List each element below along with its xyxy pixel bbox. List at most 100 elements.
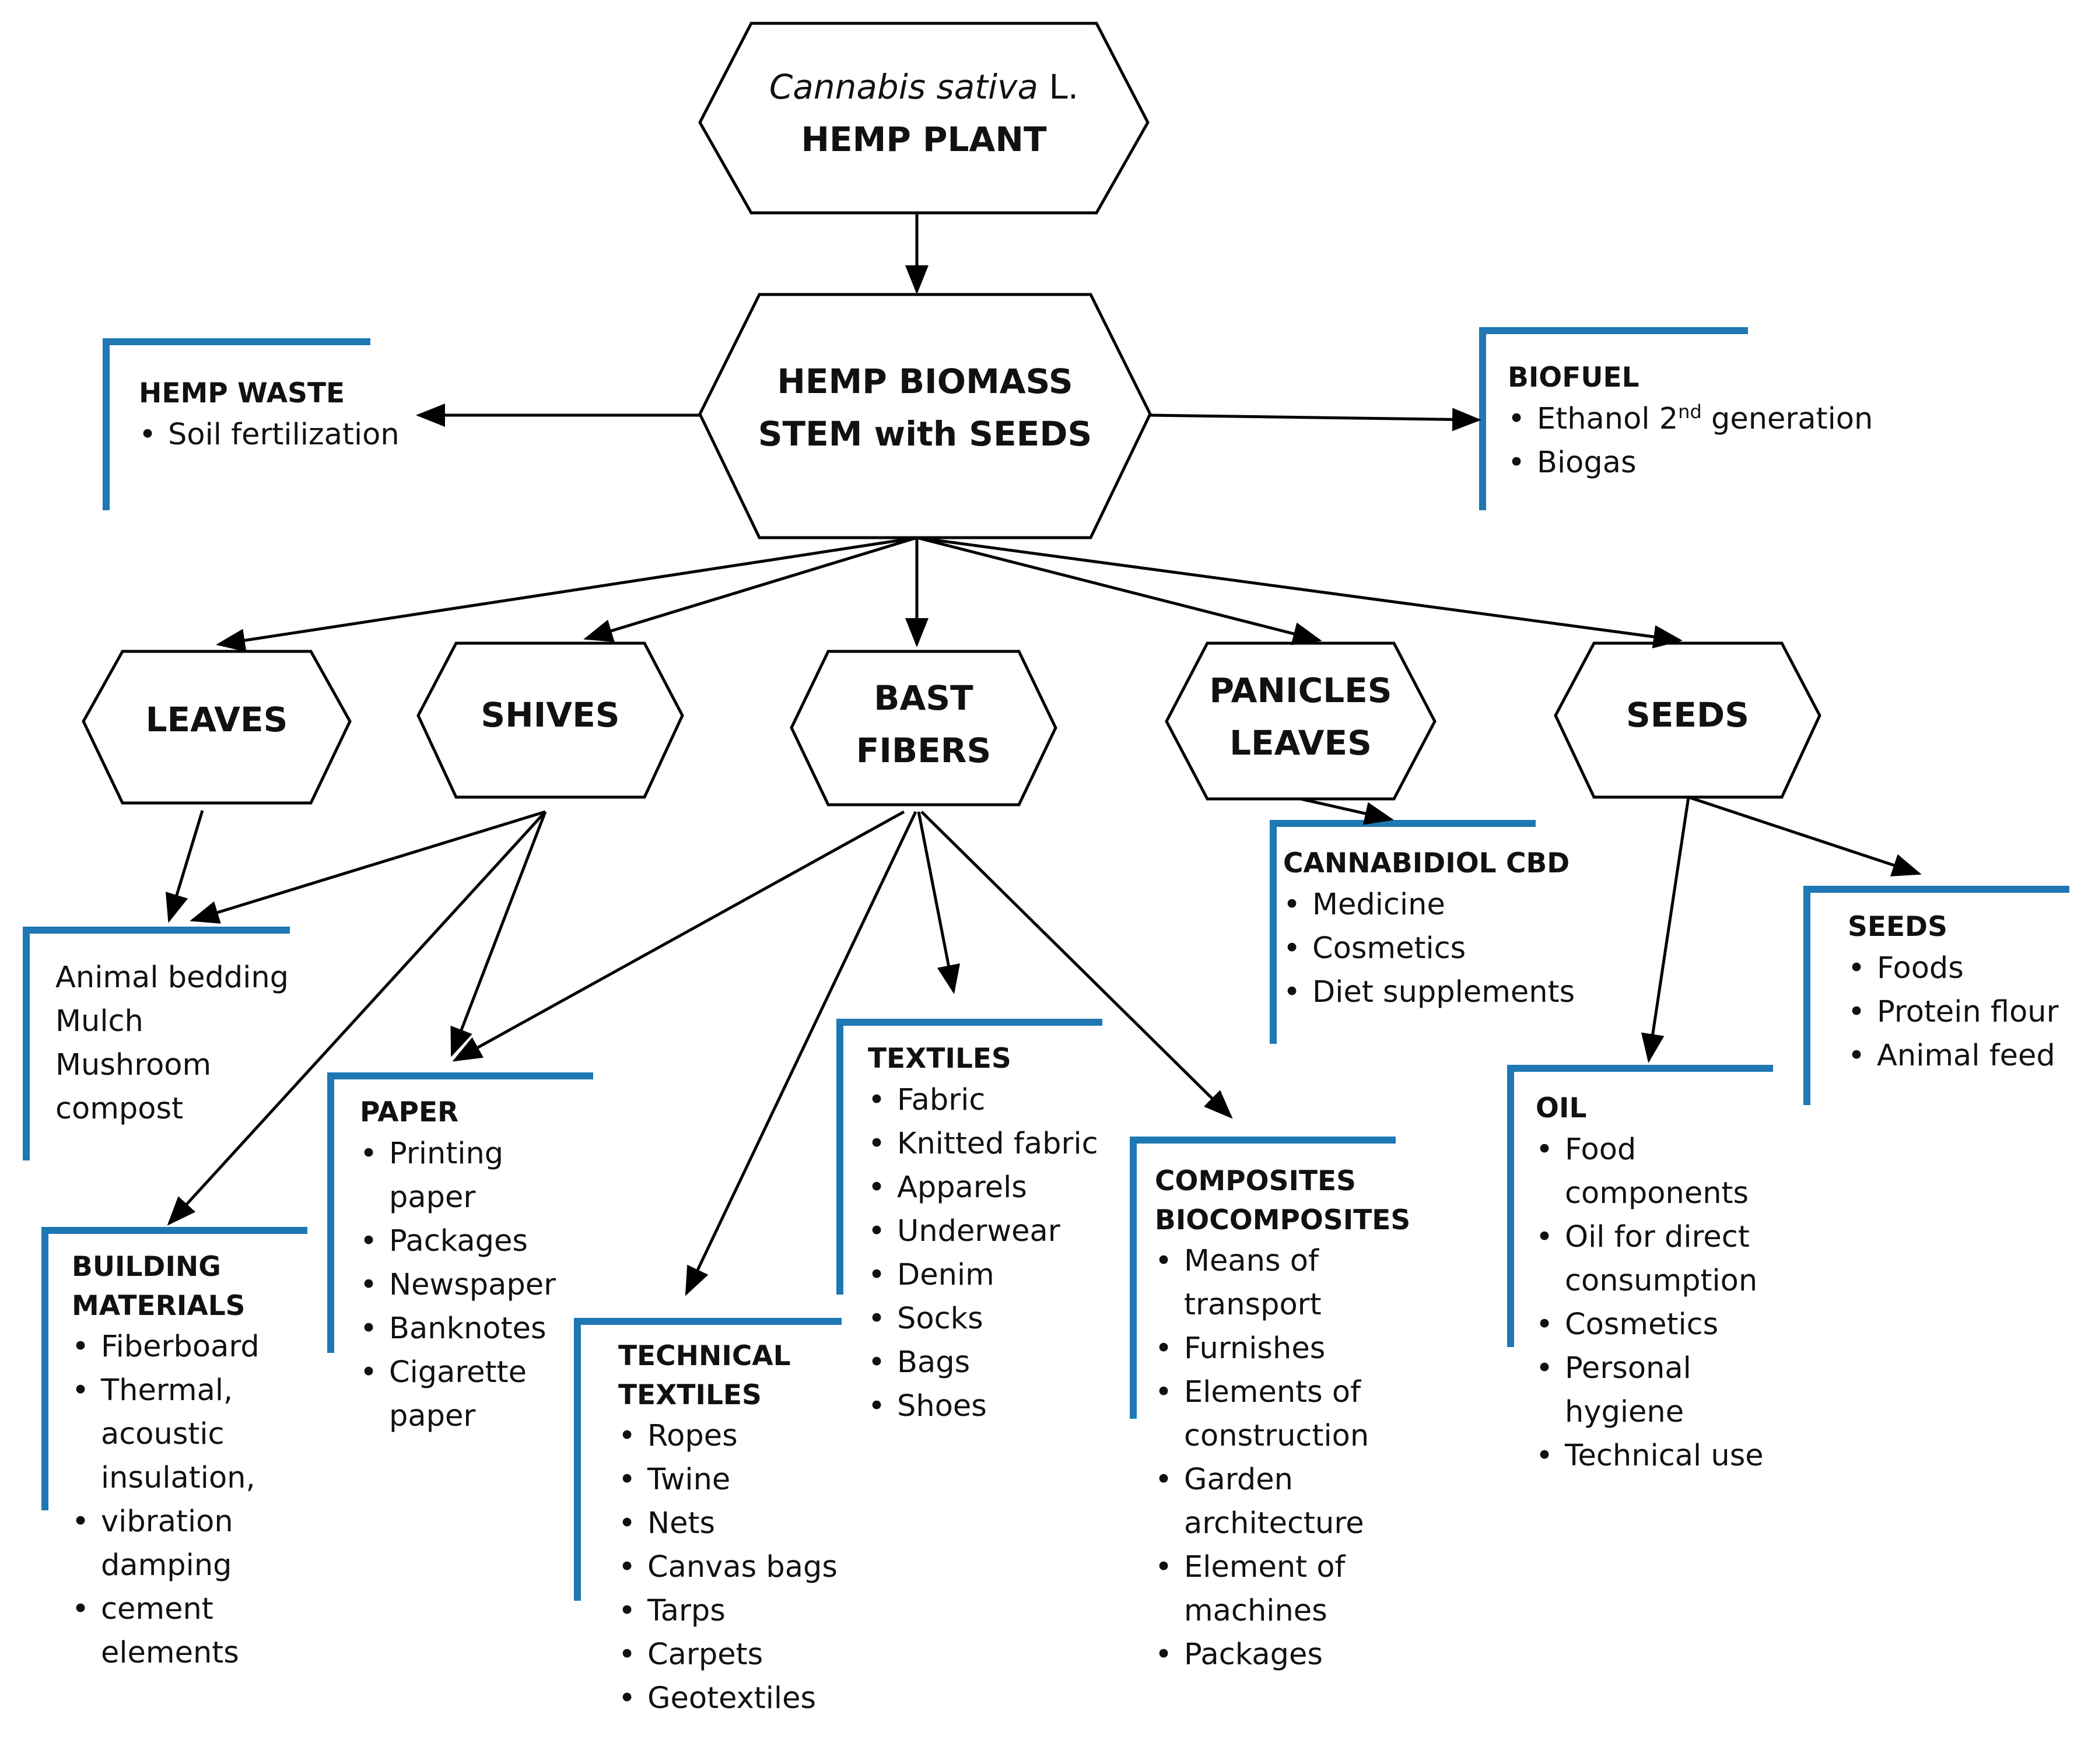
biofuel-box: BIOFUEL Ethanol 2nd generation Biogas	[1508, 359, 1916, 485]
shives-label: SHIVES	[481, 695, 620, 735]
textiles-title: TEXTILES	[868, 1043, 1011, 1075]
seed-products-box: SEEDS Foods Protein flour Animal feed	[1848, 908, 2075, 1078]
biofuel-bracket	[1479, 327, 1748, 510]
arrow-biomass-to-seeds	[916, 536, 1683, 648]
composites-bracket	[1130, 1137, 1396, 1419]
textiles-box: TEXTILES Fabric Knitted fabric Apparels …	[868, 1040, 1124, 1428]
cbd-title: CANNABIDIOL CBD	[1283, 847, 1570, 879]
seeds-part-label: SEEDS	[1626, 695, 1749, 735]
list-item: Shoes	[868, 1385, 1124, 1429]
arrow-leaves-to-bedding	[165, 810, 204, 923]
seed-products-list: Foods Protein flour Animal feed	[1848, 947, 2075, 1078]
cbd-list: Medicine Cosmetics Diet supplements	[1283, 883, 1586, 1015]
building-bracket	[41, 1227, 307, 1510]
list-item: vibration damping	[72, 1500, 282, 1588]
biofuel-list: Ethanol 2nd generation Biogas	[1508, 398, 1916, 485]
list-item: Element of machines	[1155, 1546, 1382, 1633]
list-item: Tarps	[618, 1590, 863, 1633]
leaves-hexagon	[82, 650, 352, 805]
biofuel-title: BIOFUEL	[1508, 362, 1639, 394]
list-item: Banknotes	[360, 1307, 587, 1351]
list-item: Fiberboard	[72, 1325, 282, 1369]
arrow-biomass-to-panicles	[916, 536, 1322, 646]
textiles-bracket	[836, 1019, 1102, 1295]
building-list: Fiberboard Thermal, acoustic insulation,…	[72, 1325, 282, 1675]
arrow-bast-to-composites	[920, 811, 1233, 1119]
list-item: Carpets	[618, 1633, 863, 1677]
arrow-shives-to-bedding	[190, 810, 546, 924]
arrow-bast-to-paper	[452, 810, 905, 1062]
cbd-bracket	[1270, 820, 1536, 1044]
hemp-waste-box: HEMP WASTE Soil fertilization	[139, 374, 442, 457]
list-item: Apparels	[868, 1166, 1124, 1210]
list-item: Cigarette paper	[360, 1351, 541, 1439]
arrow-biomass-to-biofuel	[1150, 408, 1481, 432]
list-item: Twine	[618, 1458, 863, 1502]
list-item: Means of transport	[1155, 1240, 1359, 1327]
paper-box: PAPER Printing paper Packages Newspaper …	[360, 1093, 587, 1439]
list-item: cement elements	[72, 1588, 282, 1675]
hemp-waste-list: Soil fertilization	[139, 413, 442, 457]
list-item: Personal hygiene	[1536, 1347, 1740, 1435]
list-item: Elements of construction	[1155, 1371, 1406, 1458]
bedding-box: Animal bedding Mulch Mushroom compost	[55, 956, 300, 1131]
list-item: Ethanol 2nd generation	[1508, 398, 1916, 441]
panicles-leaves-hexagon	[1165, 641, 1437, 801]
list-item: Diet supplements	[1283, 971, 1586, 1015]
list-item: Biogas	[1508, 441, 1916, 485]
oil-title: OIL	[1536, 1092, 1587, 1124]
list-item: Knitted fabric	[868, 1123, 1124, 1166]
root-label: Cannabis sativa L. HEMP PLANT	[769, 67, 1079, 159]
technical-textiles-list: Ropes Twine Nets Canvas bags Tarps Carpe…	[618, 1415, 863, 1721]
arrow-panicles-to-cbd	[1300, 797, 1394, 825]
arrow-biomass-to-leaves	[216, 536, 917, 652]
list-item: Newspaper	[360, 1264, 587, 1307]
list-item: Fabric	[868, 1079, 1124, 1123]
list-item: Soil fertilization	[139, 413, 442, 457]
list-item: Animal feed	[1848, 1034, 2075, 1078]
list-item: Canvas bags	[618, 1546, 863, 1590]
arrow-biomass-to-shives	[583, 536, 917, 642]
leaves-label: LEAVES	[145, 700, 288, 739]
list-item: Garden architecture	[1155, 1458, 1406, 1546]
oil-list: Food components Oil for direct consumpti…	[1536, 1128, 1804, 1478]
list-item: Mushroom	[55, 1047, 212, 1082]
seed-products-bracket	[1803, 886, 2069, 1105]
arrow-bast-to-textiles	[917, 811, 961, 994]
list-item: Technical use	[1536, 1435, 1804, 1478]
root-hexagon	[698, 22, 1150, 215]
bedding-bracket	[23, 927, 290, 1160]
list-item: Packages	[360, 1220, 587, 1264]
arrow-seeds-to-oil	[1641, 797, 1690, 1063]
list-item: Animal bedding	[55, 960, 289, 995]
list-item: Ropes	[618, 1415, 863, 1458]
list-item: Food components	[1536, 1128, 1757, 1216]
arrow-seeds-to-seed-products	[1688, 795, 1922, 876]
seeds-hexagon	[1554, 641, 1821, 799]
list-item: Protein flour	[1848, 991, 2075, 1034]
panicles-leaves-label: PANICLES LEAVES	[1209, 671, 1392, 763]
list-item: Furnishes	[1155, 1327, 1411, 1371]
list-item: Nets	[618, 1502, 863, 1546]
arrow-shives-to-paper	[450, 811, 547, 1057]
textiles-list: Fabric Knitted fabric Apparels Underwear…	[868, 1079, 1124, 1429]
list-item: Packages	[1155, 1633, 1411, 1677]
composites-list: Means of transport Furnishes Elements of…	[1155, 1240, 1411, 1677]
list-item: Oil for direct consumption	[1536, 1216, 1798, 1303]
paper-list: Printing paper Packages Newspaper Bankno…	[360, 1132, 587, 1439]
bast-fibers-hexagon	[790, 650, 1057, 806]
paper-title: PAPER	[360, 1096, 459, 1128]
list-item: Foods	[1848, 947, 2075, 991]
list-item: Mulch	[55, 1004, 143, 1039]
shives-hexagon	[416, 641, 684, 799]
hemp-waste-bracket	[103, 338, 370, 510]
list-item: Bags	[868, 1341, 1124, 1385]
list-item: Underwear	[868, 1210, 1124, 1254]
seed-products-title: SEEDS	[1848, 911, 1947, 943]
